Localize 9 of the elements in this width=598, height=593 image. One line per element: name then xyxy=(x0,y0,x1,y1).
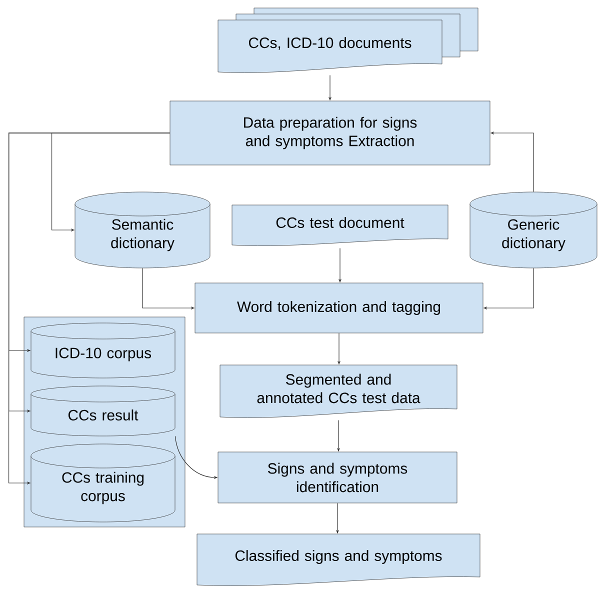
process-box: Data preparation for signs and symptoms Extraction xyxy=(170,100,490,166)
database-cylinder: CCs result xyxy=(30,386,176,436)
document-stack: CCs, ICD-10 documents xyxy=(218,8,478,73)
database-cylinder: ICD-10 corpus xyxy=(30,322,176,378)
database-cylinder: Generic dictionary xyxy=(470,192,598,268)
database-cylinder: CCs training corpus xyxy=(30,444,176,522)
process-box: Word tokenization and tagging xyxy=(194,282,484,334)
process-box: Signs and symptoms identification xyxy=(218,452,458,504)
database-cylinder: Semantic dictionary xyxy=(74,192,210,268)
